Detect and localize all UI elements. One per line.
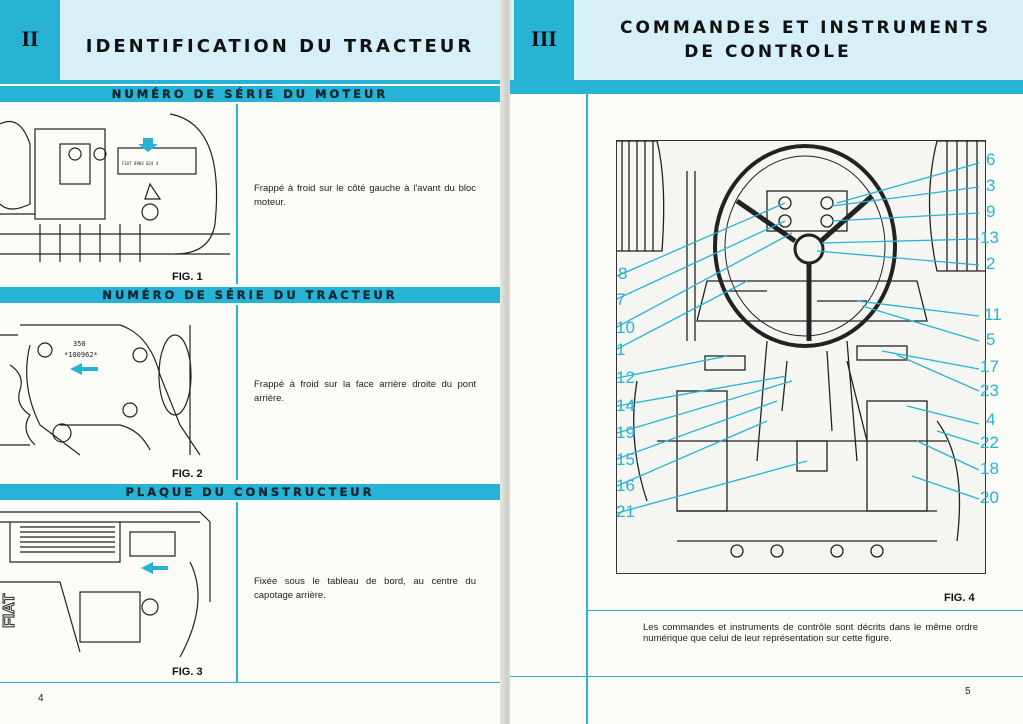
callout-10: 10 — [616, 318, 635, 337]
section-band: NUMÉRO DE SÉRIE DU MOTEUR — [0, 86, 500, 102]
section-heading: NUMÉRO DE SÉRIE DU TRACTEUR — [102, 288, 398, 302]
callout-5: 5 — [986, 330, 996, 349]
callout-9: 9 — [986, 202, 996, 221]
callout-12: 12 — [616, 368, 635, 387]
header-rule — [510, 80, 1023, 94]
figure-description: Les commandes et instruments de contrôle… — [643, 622, 978, 644]
column-rule — [236, 305, 238, 480]
engine-block-illustration: FIAT 8903 024 4 — [0, 104, 234, 264]
figure-label: FIG. 1 — [172, 271, 203, 283]
callout-19: 19 — [616, 423, 635, 442]
svg-text:FIAT: FIAT — [1, 593, 18, 628]
callout-8: 8 — [618, 264, 628, 283]
tractor-controls-illustration — [616, 140, 986, 574]
callout-18: 18 — [980, 459, 999, 478]
callout-6: 6 — [986, 150, 996, 169]
section-band: PLAQUE DU CONSTRUCTEUR — [0, 484, 500, 500]
section-band: NUMÉRO DE SÉRIE DU TRACTEUR — [0, 287, 500, 303]
callout-21: 21 — [616, 502, 635, 521]
chapter-title-line1: COMMANDES ET INSTRUMENTS — [619, 18, 992, 38]
callout-2: 2 — [986, 254, 996, 273]
chapter-header — [0, 0, 500, 80]
callout-17: 17 — [980, 357, 999, 376]
section-rule — [586, 610, 1023, 611]
callout-23: 23 — [980, 381, 999, 400]
section-description: Frappé à froid sur la face arrière droit… — [254, 379, 476, 404]
column-rule — [586, 94, 588, 724]
chapter-title-line2: DE CONTROLE — [684, 42, 852, 62]
chapter-title: IDENTIFICATION DU TRACTEUR — [85, 36, 475, 57]
section-heading: NUMÉRO DE SÉRIE DU MOTEUR — [111, 87, 389, 101]
chapter-header — [510, 0, 1023, 80]
manufacturer-plate-illustration: FIAT — [0, 502, 234, 662]
callout-15: 15 — [616, 450, 635, 469]
header-rule — [0, 80, 500, 84]
callout-1: 1 — [616, 340, 626, 359]
callout-11: 11 — [984, 305, 1002, 324]
serial-plate-text: 350 — [73, 340, 86, 348]
figure-label: FIG. 4 — [944, 592, 975, 604]
figure-label: FIG. 2 — [172, 468, 203, 480]
figure-label: FIG. 3 — [172, 666, 203, 678]
footer-rule — [0, 682, 500, 683]
callout-4: 4 — [986, 410, 996, 429]
callout-22: 22 — [980, 433, 999, 452]
section-description: Fixée sous le tableau de bord, au centre… — [254, 576, 476, 601]
serial-plate-text: *100962* — [64, 351, 98, 359]
callout-14: 14 — [616, 396, 635, 415]
section-description: Frappé à froid sur le côté gauche à l'av… — [254, 183, 476, 208]
callout-3: 3 — [986, 176, 996, 195]
column-rule — [236, 104, 238, 284]
left-page: II IDENTIFICATION DU TRACTEUR NUMÉRO DE … — [0, 0, 505, 724]
callout-13: 13 — [980, 228, 999, 247]
chapter-number: III — [514, 0, 574, 80]
page-number: 4 — [38, 693, 44, 704]
chapter-number: II — [0, 0, 60, 80]
rear-axle-illustration: 350 *100962* — [0, 305, 234, 463]
callout-7: 7 — [616, 290, 626, 309]
callout-16: 16 — [616, 476, 635, 495]
footer-rule — [510, 676, 1023, 677]
column-rule — [236, 502, 238, 682]
section-heading: PLAQUE DU CONSTRUCTEUR — [125, 485, 375, 499]
right-page: III COMMANDES ET INSTRUMENTS DE CONTROLE — [510, 0, 1023, 724]
svg-text:FIAT 8903 024 4: FIAT 8903 024 4 — [122, 161, 159, 166]
page-number: 5 — [965, 686, 971, 697]
callout-20: 20 — [980, 488, 999, 507]
